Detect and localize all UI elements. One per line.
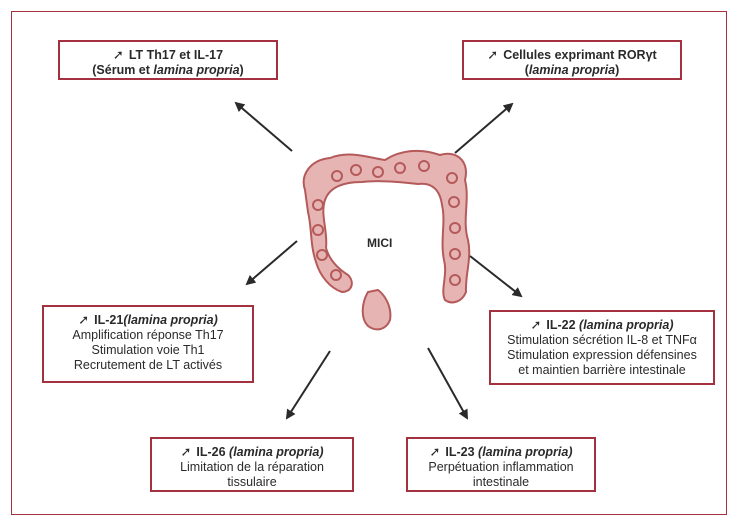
box-th17-il17: ➚ LT Th17 et IL-17 (Sérum et lamina propr… [58, 40, 278, 80]
box-title-row: ➚ IL-23 (lamina propria) [408, 444, 594, 460]
box-title: IL-23 [445, 445, 478, 459]
arrow-to-il23 [428, 348, 467, 418]
box-line: Perpétuation inflammation [408, 460, 594, 475]
box-title-row: ➚ Cellules exprimant RORγt [464, 47, 680, 63]
box-title-location: (lamina propria) [123, 313, 217, 327]
box-line: Limitation de la réparation [152, 460, 352, 475]
box-title-location: (lamina propria) [478, 445, 572, 459]
box-il23: ➚ IL-23 (lamina propria) Perpétuation inf… [406, 437, 596, 492]
box-il22: ➚ IL-22 (lamina propria) Stimulation sécr… [489, 310, 715, 385]
box-line: intestinale [408, 475, 594, 490]
increase-arrow-icon: ➚ [113, 47, 124, 62]
box-il26: ➚ IL-26 (lamina propria) Limitation de la… [150, 437, 354, 492]
box-rorgt-cells: ➚ Cellules exprimant RORγt (lamina propri… [462, 40, 682, 80]
box-line: Stimulation sécrétion IL-8 et TNFα [491, 333, 713, 348]
increase-arrow-icon: ➚ [429, 444, 440, 459]
increase-arrow-icon: ➚ [487, 47, 498, 62]
box-line: Recrutement de LT activés [44, 358, 252, 373]
box-line: Amplification réponse Th17 [44, 328, 252, 343]
box-line: Stimulation voie Th1 [44, 343, 252, 358]
box-line: tissulaire [152, 475, 352, 490]
center-label-mici: MICI [367, 236, 392, 250]
arrow-to-il21 [247, 241, 297, 284]
box-title: Cellules exprimant RORγt [503, 48, 657, 62]
arrow-to-rorgt [455, 104, 512, 153]
box-title: IL-26 [196, 445, 229, 459]
box-title: IL-21 [94, 313, 123, 327]
arrow-to-th17 [236, 103, 292, 151]
box-title-location: (lamina propria) [229, 445, 323, 459]
increase-arrow-icon: ➚ [180, 444, 191, 459]
arrow-to-il26 [287, 351, 330, 418]
box-title-row: ➚ IL-21(lamina propria) [44, 312, 252, 328]
increase-arrow-icon: ➚ [530, 317, 541, 332]
box-title-row: ➚ IL-22 (lamina propria) [491, 317, 713, 333]
box-il21: ➚ IL-21(lamina propria) Amplification rép… [42, 305, 254, 383]
box-subtitle: (Sérum et lamina propria) [60, 63, 276, 78]
box-title: LT Th17 et IL-17 [129, 48, 223, 62]
box-title-row: ➚ LT Th17 et IL-17 [60, 47, 276, 63]
arrow-to-il22 [470, 256, 521, 296]
box-title: IL-22 [546, 318, 579, 332]
box-subtitle: (lamina propria) [464, 63, 680, 78]
increase-arrow-icon: ➚ [78, 312, 89, 327]
box-title-location: (lamina propria) [579, 318, 673, 332]
box-line: et maintien barrière intestinale [491, 363, 713, 378]
box-line: Stimulation expression défensines [491, 348, 713, 363]
box-title-row: ➚ IL-26 (lamina propria) [152, 444, 352, 460]
